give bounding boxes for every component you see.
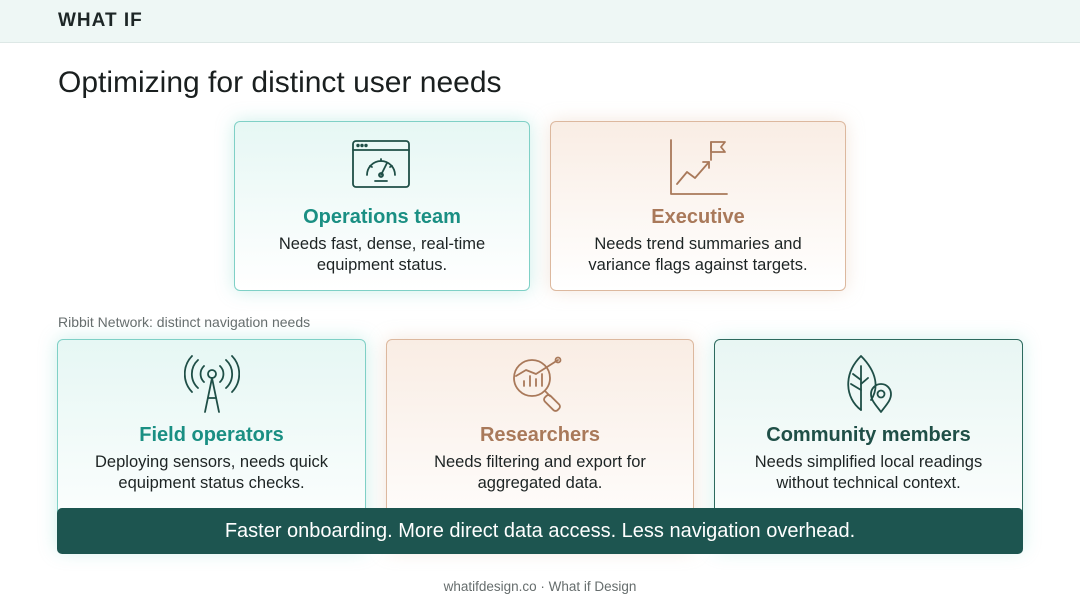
- section-label: Ribbit Network: distinct navigation need…: [58, 314, 311, 330]
- card-executive: Executive Needs trend summaries and vari…: [550, 121, 846, 291]
- card-title: Executive: [651, 206, 745, 228]
- card-title: Field operators: [139, 424, 284, 446]
- trend-flag-icon: [667, 138, 729, 203]
- card-operations-team: Operations team Needs fast, dense, real-…: [234, 121, 530, 291]
- antenna-tower-icon: [183, 354, 240, 419]
- card-description: Needs simplified local readings without …: [754, 453, 983, 492]
- card-title: Community members: [766, 424, 971, 446]
- card-description: Needs trend summaries and variance flags…: [588, 235, 808, 274]
- page-title: Optimizing for distinct user needs: [58, 66, 502, 99]
- card-title: Operations team: [303, 206, 461, 228]
- card-description: Needs filtering and export for aggregate…: [434, 453, 646, 492]
- summary-banner: Faster onboarding. More direct data acce…: [57, 508, 1023, 554]
- top-bar: WHAT IF: [0, 0, 1080, 43]
- leaf-location-icon: [841, 354, 897, 419]
- footer-credit[interactable]: whatifdesign.co · What if Design: [443, 579, 637, 594]
- dashboard-gauge-icon: [351, 138, 413, 199]
- card-description: Needs fast, dense, real-time equipment s…: [278, 235, 486, 274]
- magnifier-chart-icon: [510, 354, 570, 419]
- card-title: Researchers: [479, 424, 601, 446]
- logo[interactable]: WHAT IF: [58, 10, 143, 31]
- card-description: Deploying sensors, needs quick equipment…: [95, 453, 328, 492]
